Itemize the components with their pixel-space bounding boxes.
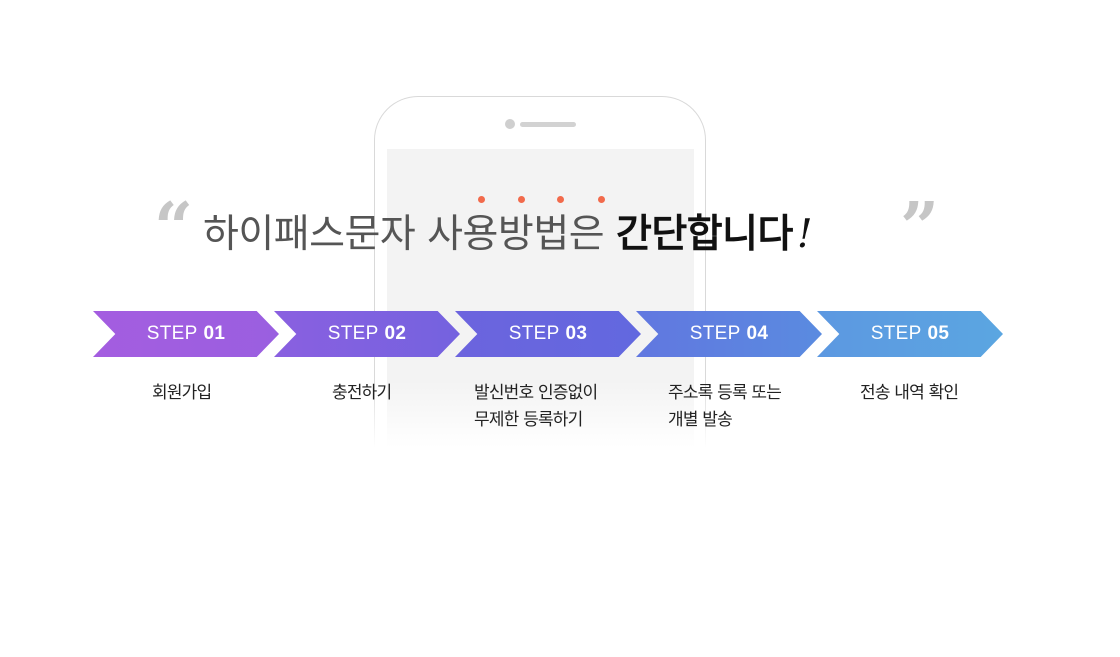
emphasis-dot [518, 196, 525, 203]
step-number: 01 [203, 323, 226, 344]
headline-text: 하이패스문자 사용방법은 간단합니다! [203, 210, 813, 259]
step-description-line: 회원가입 [152, 383, 212, 403]
emphasis-dot [478, 196, 485, 203]
phone-fade [370, 380, 710, 460]
headline: “ 하이패스문자 사용방법은 간단합니다! ” [0, 188, 1120, 268]
step-word: STEP [508, 323, 560, 344]
step-word: STEP [146, 323, 198, 344]
phone-speaker-icon [520, 122, 576, 127]
headline-bold: 간단합니다 [615, 211, 793, 257]
step-description-line: 주소록 등록 또는 [668, 383, 782, 403]
open-quote-icon: “ [154, 188, 194, 268]
step-3-description: 발신번호 인증없이 무제한 등록하기 [474, 380, 598, 434]
close-quote-icon: ” [900, 188, 940, 268]
step-5-description: 전송 내역 확인 [860, 380, 959, 407]
emphasis-dot [557, 196, 564, 203]
step-description-line: 발신번호 인증없이 [474, 383, 598, 403]
phone-camera-icon [505, 119, 515, 129]
step-description-line: 개별 발송 [668, 410, 733, 430]
step-number: 03 [565, 323, 588, 344]
step-number: 02 [384, 323, 407, 344]
emphasis-dot [598, 196, 605, 203]
step-2-description: 충전하기 [332, 380, 392, 407]
step-word: STEP [327, 323, 379, 344]
step-description-line: 전송 내역 확인 [860, 383, 959, 403]
step-1-description: 회원가입 [152, 380, 212, 407]
step-word: STEP [689, 323, 741, 344]
step-number: 04 [746, 323, 769, 344]
step-4-description: 주소록 등록 또는 개별 발송 [668, 380, 782, 434]
step-number: 05 [927, 323, 950, 344]
headline-light: 하이패스문자 사용방법은 [203, 212, 616, 257]
step-description-line: 충전하기 [332, 383, 392, 403]
headline-exclamation: ! [796, 212, 813, 257]
step-word: STEP [870, 323, 922, 344]
step-description-line: 무제한 등록하기 [474, 410, 583, 430]
